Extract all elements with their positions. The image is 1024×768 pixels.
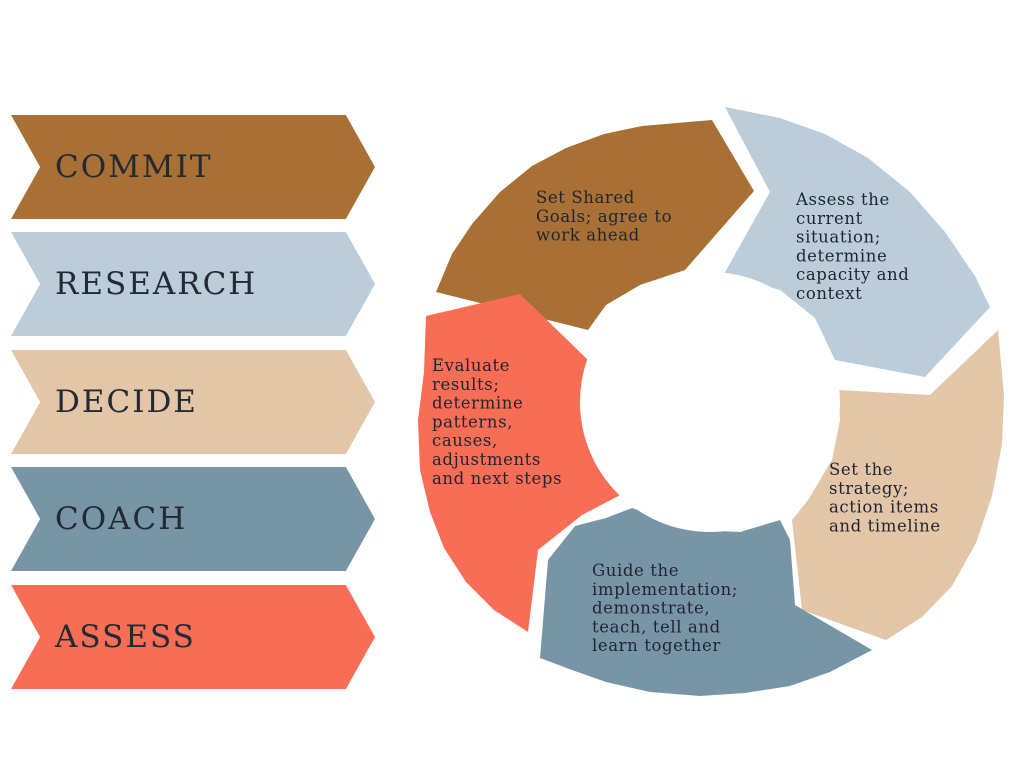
cycle-text-line: Guide the [592,561,679,580]
cycle-center [580,272,840,532]
cycle-text-line: and next steps [432,469,562,488]
cycle-text-line: Evaluate [432,356,510,375]
cycle-segment-decide [792,330,1004,640]
step-decide: DECIDE [11,350,375,454]
cycle-text-line: current [796,209,863,228]
cycle-text-line: strategy; [829,479,909,498]
step-research-label: RESEARCH [55,266,258,302]
cycle-text-line: capacity and [796,265,909,284]
cycle-text-line: demonstrate, [592,599,710,618]
cycle-text-line: work ahead [536,226,640,245]
cycle-text-line: implementation; [592,580,738,599]
cycle-text-line: learn together [592,636,721,655]
cycle-text-line: action items [829,498,939,517]
cycle-text-line: results; [432,375,499,394]
cycle-text-line: Goals; agree to [536,207,672,226]
cycle-segment-coach [540,508,872,696]
cycle-text-line: and timeline [829,516,941,535]
cycle-segment-assess [418,294,626,632]
step-coach-label: COACH [55,501,188,537]
cycle-segment-commit [436,120,754,330]
cycle-text-line: Assess the [795,190,890,209]
cycle-text-line: causes, [432,431,498,450]
step-research: RESEARCH [11,232,375,336]
step-decide-label: DECIDE [55,384,198,420]
step-assess-label: ASSESS [55,619,196,655]
step-commit: COMMIT [11,115,375,219]
cycle-text-line: determine [432,394,523,413]
cycle-text-line: teach, tell and [592,617,721,636]
step-coach: COACH [11,467,375,571]
step-commit-label: COMMIT [55,149,213,185]
cycle-segments [418,107,1004,696]
cycle-segment-research [724,107,990,377]
cycle-text-line: adjustments [432,450,541,469]
cycle-text-line: context [796,284,862,303]
step-assess: ASSESS [11,585,375,689]
cycle-text-line: Set Shared [536,188,635,207]
cycle-text-line: situation; [796,228,881,247]
cycle-text-line: determine [796,246,887,265]
cycle-text-line: Set the [829,460,893,479]
cycle-text-line: patterns, [432,412,513,431]
